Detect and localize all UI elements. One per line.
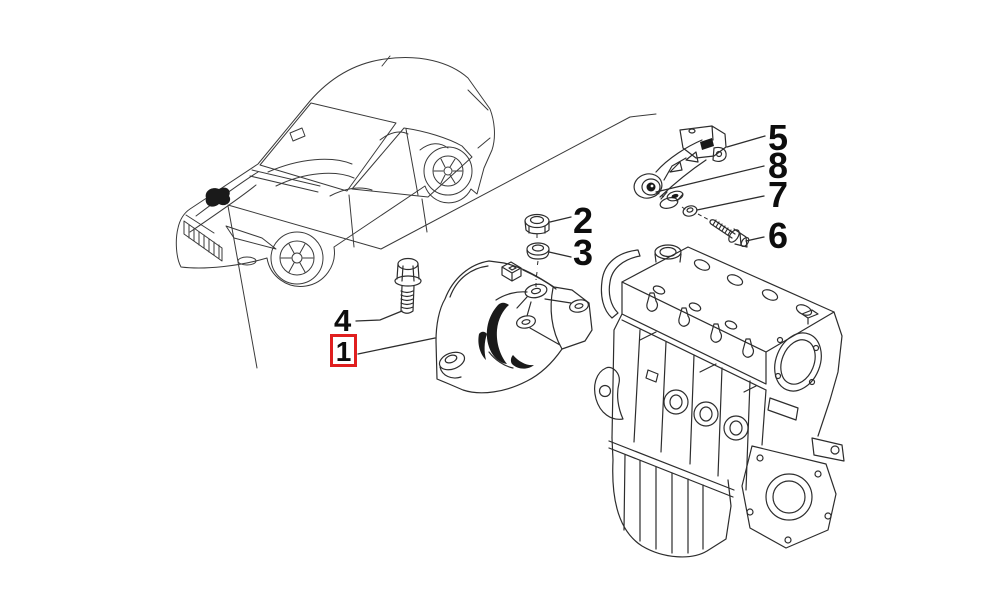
callout-3-leader [548, 251, 572, 258]
callout-3-label[interactable]: 3 [573, 232, 593, 273]
engine-illustration [594, 244, 845, 558]
callouts: 1 2 3 4 5 8 7 6 [330, 117, 788, 368]
part-1-engine-mount-drawing [435, 260, 593, 394]
callout-1-highlight-box [330, 334, 357, 367]
callout-1[interactable]: 1 [330, 334, 357, 368]
callout-5-leader [726, 135, 766, 148]
part-5-torque-arm-drawing [633, 125, 727, 199]
part-4-bolt-drawing [394, 257, 422, 314]
car-windshield [259, 102, 397, 192]
part-6-bolt-drawing [709, 219, 750, 248]
callout-8-label[interactable]: 8 [768, 145, 788, 186]
magnification-lines [227, 113, 657, 369]
mount-location-marker [205, 187, 231, 207]
car-grille [183, 214, 223, 262]
callout-2-label[interactable]: 2 [573, 200, 593, 241]
callout-1-leader [357, 337, 436, 355]
callout-7-label[interactable]: 7 [768, 174, 788, 215]
part-3-washer-drawing [526, 242, 550, 260]
callout-6-leader [745, 236, 765, 242]
assembly-axis-2-3 [535, 234, 539, 288]
callout-6-label[interactable]: 6 [768, 215, 788, 256]
part-2-nut-drawing [524, 213, 550, 235]
car-illustration [175, 55, 495, 287]
assembly-axis-5-6 [655, 191, 712, 222]
callout-8-leader [655, 165, 765, 193]
car-mirror [289, 55, 391, 142]
car-headlight [225, 225, 277, 250]
callout-4-label[interactable]: 4 [334, 303, 352, 338]
callout-7-leader [696, 195, 765, 211]
callout-4-leader [355, 310, 403, 322]
part-7-washer-drawing [682, 205, 698, 217]
callout-2-leader [549, 216, 572, 223]
car-rear-wheel [423, 146, 473, 196]
callout-1-label: 1 [336, 336, 352, 367]
car-front-wheel [270, 231, 324, 285]
part-8-bushing-drawing [659, 190, 684, 209]
callout-5-label[interactable]: 5 [768, 117, 788, 158]
